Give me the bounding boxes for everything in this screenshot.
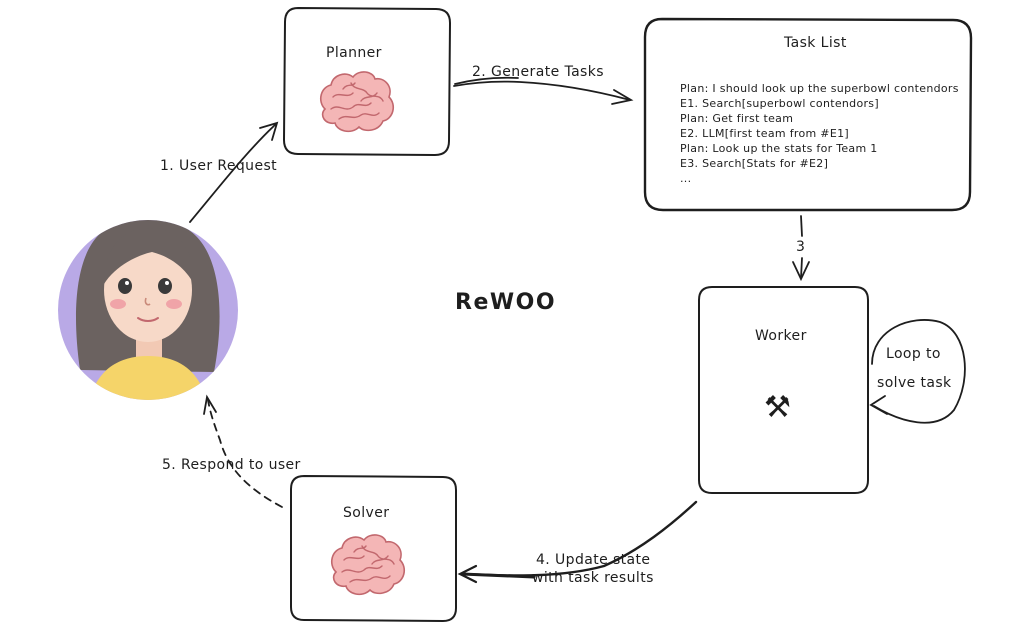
loop-label-line2: solve task	[877, 375, 952, 391]
worker-label: Worker	[755, 328, 807, 344]
planner-node	[282, 6, 452, 157]
edge-label-generate-tasks: 2. Generate Tasks	[472, 64, 604, 80]
loop-label-line1: Loop to	[886, 346, 941, 362]
edge-respond	[207, 399, 283, 508]
planner-label: Planner	[326, 45, 382, 61]
diagram-title: ReWOO	[455, 290, 557, 315]
arrowhead	[457, 564, 478, 584]
arrowhead	[611, 89, 634, 105]
edge-label-respond: 5. Respond to user	[162, 457, 301, 473]
hammer-wrench-icon: ⚒	[764, 390, 791, 425]
task-line: E3. Search[Stats for #E2]	[680, 157, 829, 170]
task-line: E2. LLM[first team from #E1]	[680, 127, 849, 140]
task-line: Plan: Look up the stats for Team 1	[680, 142, 878, 155]
task-line: ...	[680, 172, 692, 185]
edge-loop	[871, 319, 966, 424]
brain-icon	[319, 71, 395, 133]
edge-label-update-state-line1: 4. Update state	[536, 552, 651, 568]
edge-update-state-thick	[460, 572, 536, 579]
arrowhead	[203, 394, 217, 415]
task-line: Plan: Get first team	[680, 112, 794, 125]
edge-label-update-state-line2: with task results	[532, 570, 654, 586]
edge-user-request	[189, 123, 277, 223]
task-line: E1. Search[superbowl contendors]	[680, 97, 879, 110]
solver-node	[290, 474, 457, 623]
task-line: Plan: I should look up the superbowl con…	[680, 82, 959, 95]
edge-label-step3: 3	[796, 239, 806, 255]
arrowhead	[869, 395, 888, 415]
edge-step3-top	[800, 215, 803, 237]
brain-icon	[330, 534, 406, 596]
task-list-node	[643, 17, 973, 212]
arrowhead	[259, 121, 279, 141]
edge-generate-tasks	[453, 80, 631, 101]
user-avatar	[58, 220, 238, 400]
edge-step3-bottom	[800, 257, 803, 279]
solver-label: Solver	[343, 505, 390, 521]
edge-double-stroke	[454, 76, 519, 85]
worker-node	[698, 286, 869, 494]
arrowhead	[792, 261, 810, 282]
edge-label-user-request: 1. User Request	[160, 158, 278, 174]
task-list-label: Task List	[784, 35, 847, 51]
